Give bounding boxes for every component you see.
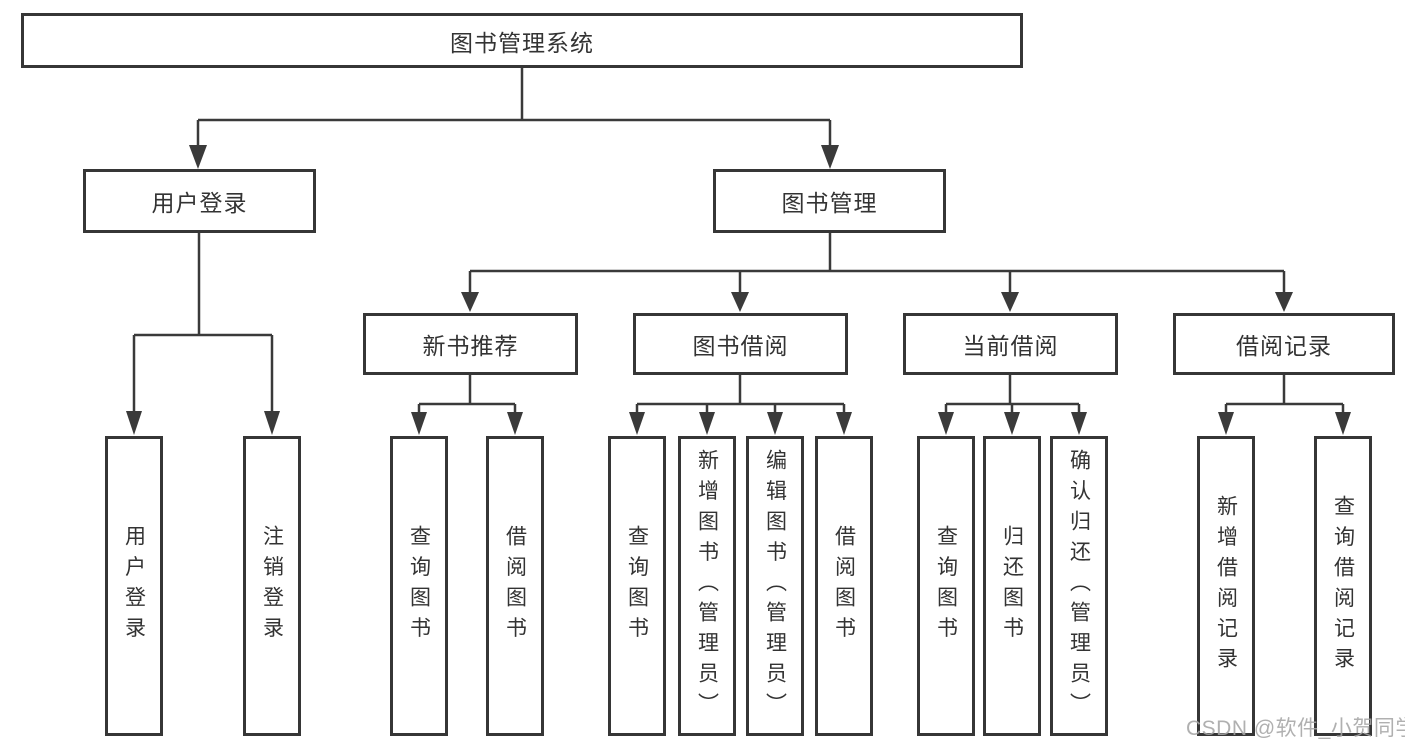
- node-label: 查询图书: [407, 525, 431, 647]
- node-borrowing-records: 借阅记录: [1173, 313, 1395, 375]
- leaf-confirm-return-admin: 确认归还（管理员）: [1050, 436, 1108, 736]
- node-user-login-module: 用户登录: [83, 169, 316, 233]
- node-new-book-recommend: 新书推荐: [363, 313, 578, 375]
- node-label: 图书管理系统: [450, 29, 594, 56]
- leaf-add-books-admin: 新增图书（管理员）: [678, 436, 736, 736]
- node-label: 用户登录: [122, 525, 146, 647]
- leaf-user-login: 用户登录: [105, 436, 163, 736]
- node-label: 查询借阅记录: [1331, 494, 1355, 678]
- node-label: 新增图书（管理员）: [695, 448, 719, 724]
- leaf-borrow-books: 借阅图书: [815, 436, 873, 736]
- leaf-logout: 注销登录: [243, 436, 301, 736]
- leaf-add-borrow-record: 新增借阅记录: [1197, 436, 1255, 736]
- node-label: 用户登录: [151, 190, 248, 216]
- csdn-watermark: CSDN @软件_小贺同学: [1186, 717, 1405, 740]
- leaf-borrow-books-recommend: 借阅图书: [486, 436, 544, 736]
- node-label: 借阅图书: [503, 525, 527, 647]
- leaf-query-borrow-record: 查询借阅记录: [1314, 436, 1372, 736]
- node-label: 图书借阅: [692, 333, 789, 359]
- node-label: 借阅记录: [1236, 333, 1332, 359]
- leaf-return-books: 归还图书: [983, 436, 1041, 736]
- leaf-query-books-recommend: 查询图书: [390, 436, 448, 736]
- node-label: 新增借阅记录: [1214, 494, 1238, 678]
- node-book-borrowing: 图书借阅: [633, 313, 848, 375]
- leaf-query-books-current: 查询图书: [917, 436, 975, 736]
- node-root-library-system: 图书管理系统: [21, 13, 1023, 68]
- node-label: 当前借阅: [962, 333, 1059, 359]
- node-current-borrowing: 当前借阅: [903, 313, 1118, 375]
- node-label: 归还图书: [1000, 525, 1024, 647]
- node-label: 借阅图书: [832, 525, 856, 647]
- leaf-query-books-borrow: 查询图书: [608, 436, 666, 736]
- node-book-management-module: 图书管理: [713, 169, 946, 233]
- node-label: 确认归还（管理员）: [1067, 448, 1091, 724]
- node-label: 查询图书: [625, 525, 649, 647]
- node-label: 查询图书: [934, 525, 958, 647]
- node-label: 图书管理: [781, 190, 878, 216]
- node-label: 编辑图书（管理员）: [763, 448, 787, 724]
- node-label: 新书推荐: [422, 333, 519, 359]
- leaf-edit-books-admin: 编辑图书（管理员）: [746, 436, 804, 736]
- node-label: 注销登录: [260, 525, 284, 647]
